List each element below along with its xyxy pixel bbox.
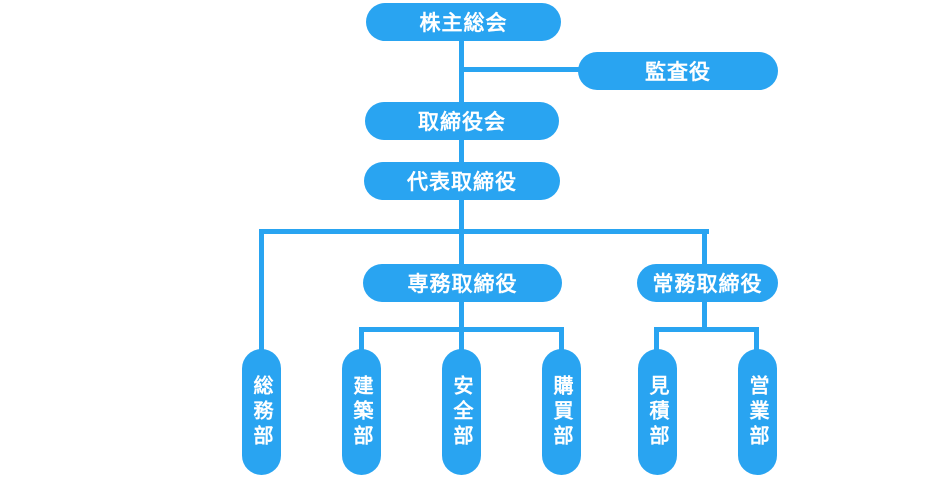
node-representative-director: 代表取締役 xyxy=(364,162,560,200)
node-auditor: 監査役 xyxy=(578,52,778,90)
edge-shareholders-auditor-line xyxy=(461,67,580,72)
edge-estimating-stem-line xyxy=(654,327,659,351)
edge-purchasing-stem-line xyxy=(559,327,564,351)
edge-senior-children-connector-line xyxy=(359,327,564,332)
node-senior-managing-director: 専務取締役 xyxy=(363,264,562,302)
edge-construction-stem-line xyxy=(359,327,364,351)
edge-managing-director-stem-line xyxy=(702,229,707,265)
node-general-affairs-dept: 総務部 xyxy=(242,349,281,475)
edge-level3-connector-line xyxy=(259,229,709,234)
node-managing-director: 常務取締役 xyxy=(637,264,778,302)
edge-sales-stem-line xyxy=(754,327,759,351)
node-sales-dept: 営業部 xyxy=(738,349,777,475)
node-estimating-dept: 見積部 xyxy=(638,349,677,475)
node-purchasing-dept: 購買部 xyxy=(542,349,581,475)
edge-senior-managing-trunk-line xyxy=(459,301,464,351)
edge-board-representative-line xyxy=(459,139,464,164)
node-construction-dept: 建築部 xyxy=(342,349,381,475)
edge-managing-children-trunk-line xyxy=(702,301,707,331)
edge-general-affairs-stem-line xyxy=(259,229,264,350)
node-safety-dept: 安全部 xyxy=(442,349,481,475)
edge-managing-children-connector-line xyxy=(654,327,759,332)
node-board-of-directors: 取締役会 xyxy=(365,102,559,140)
node-shareholders-meeting: 株主総会 xyxy=(366,3,561,41)
